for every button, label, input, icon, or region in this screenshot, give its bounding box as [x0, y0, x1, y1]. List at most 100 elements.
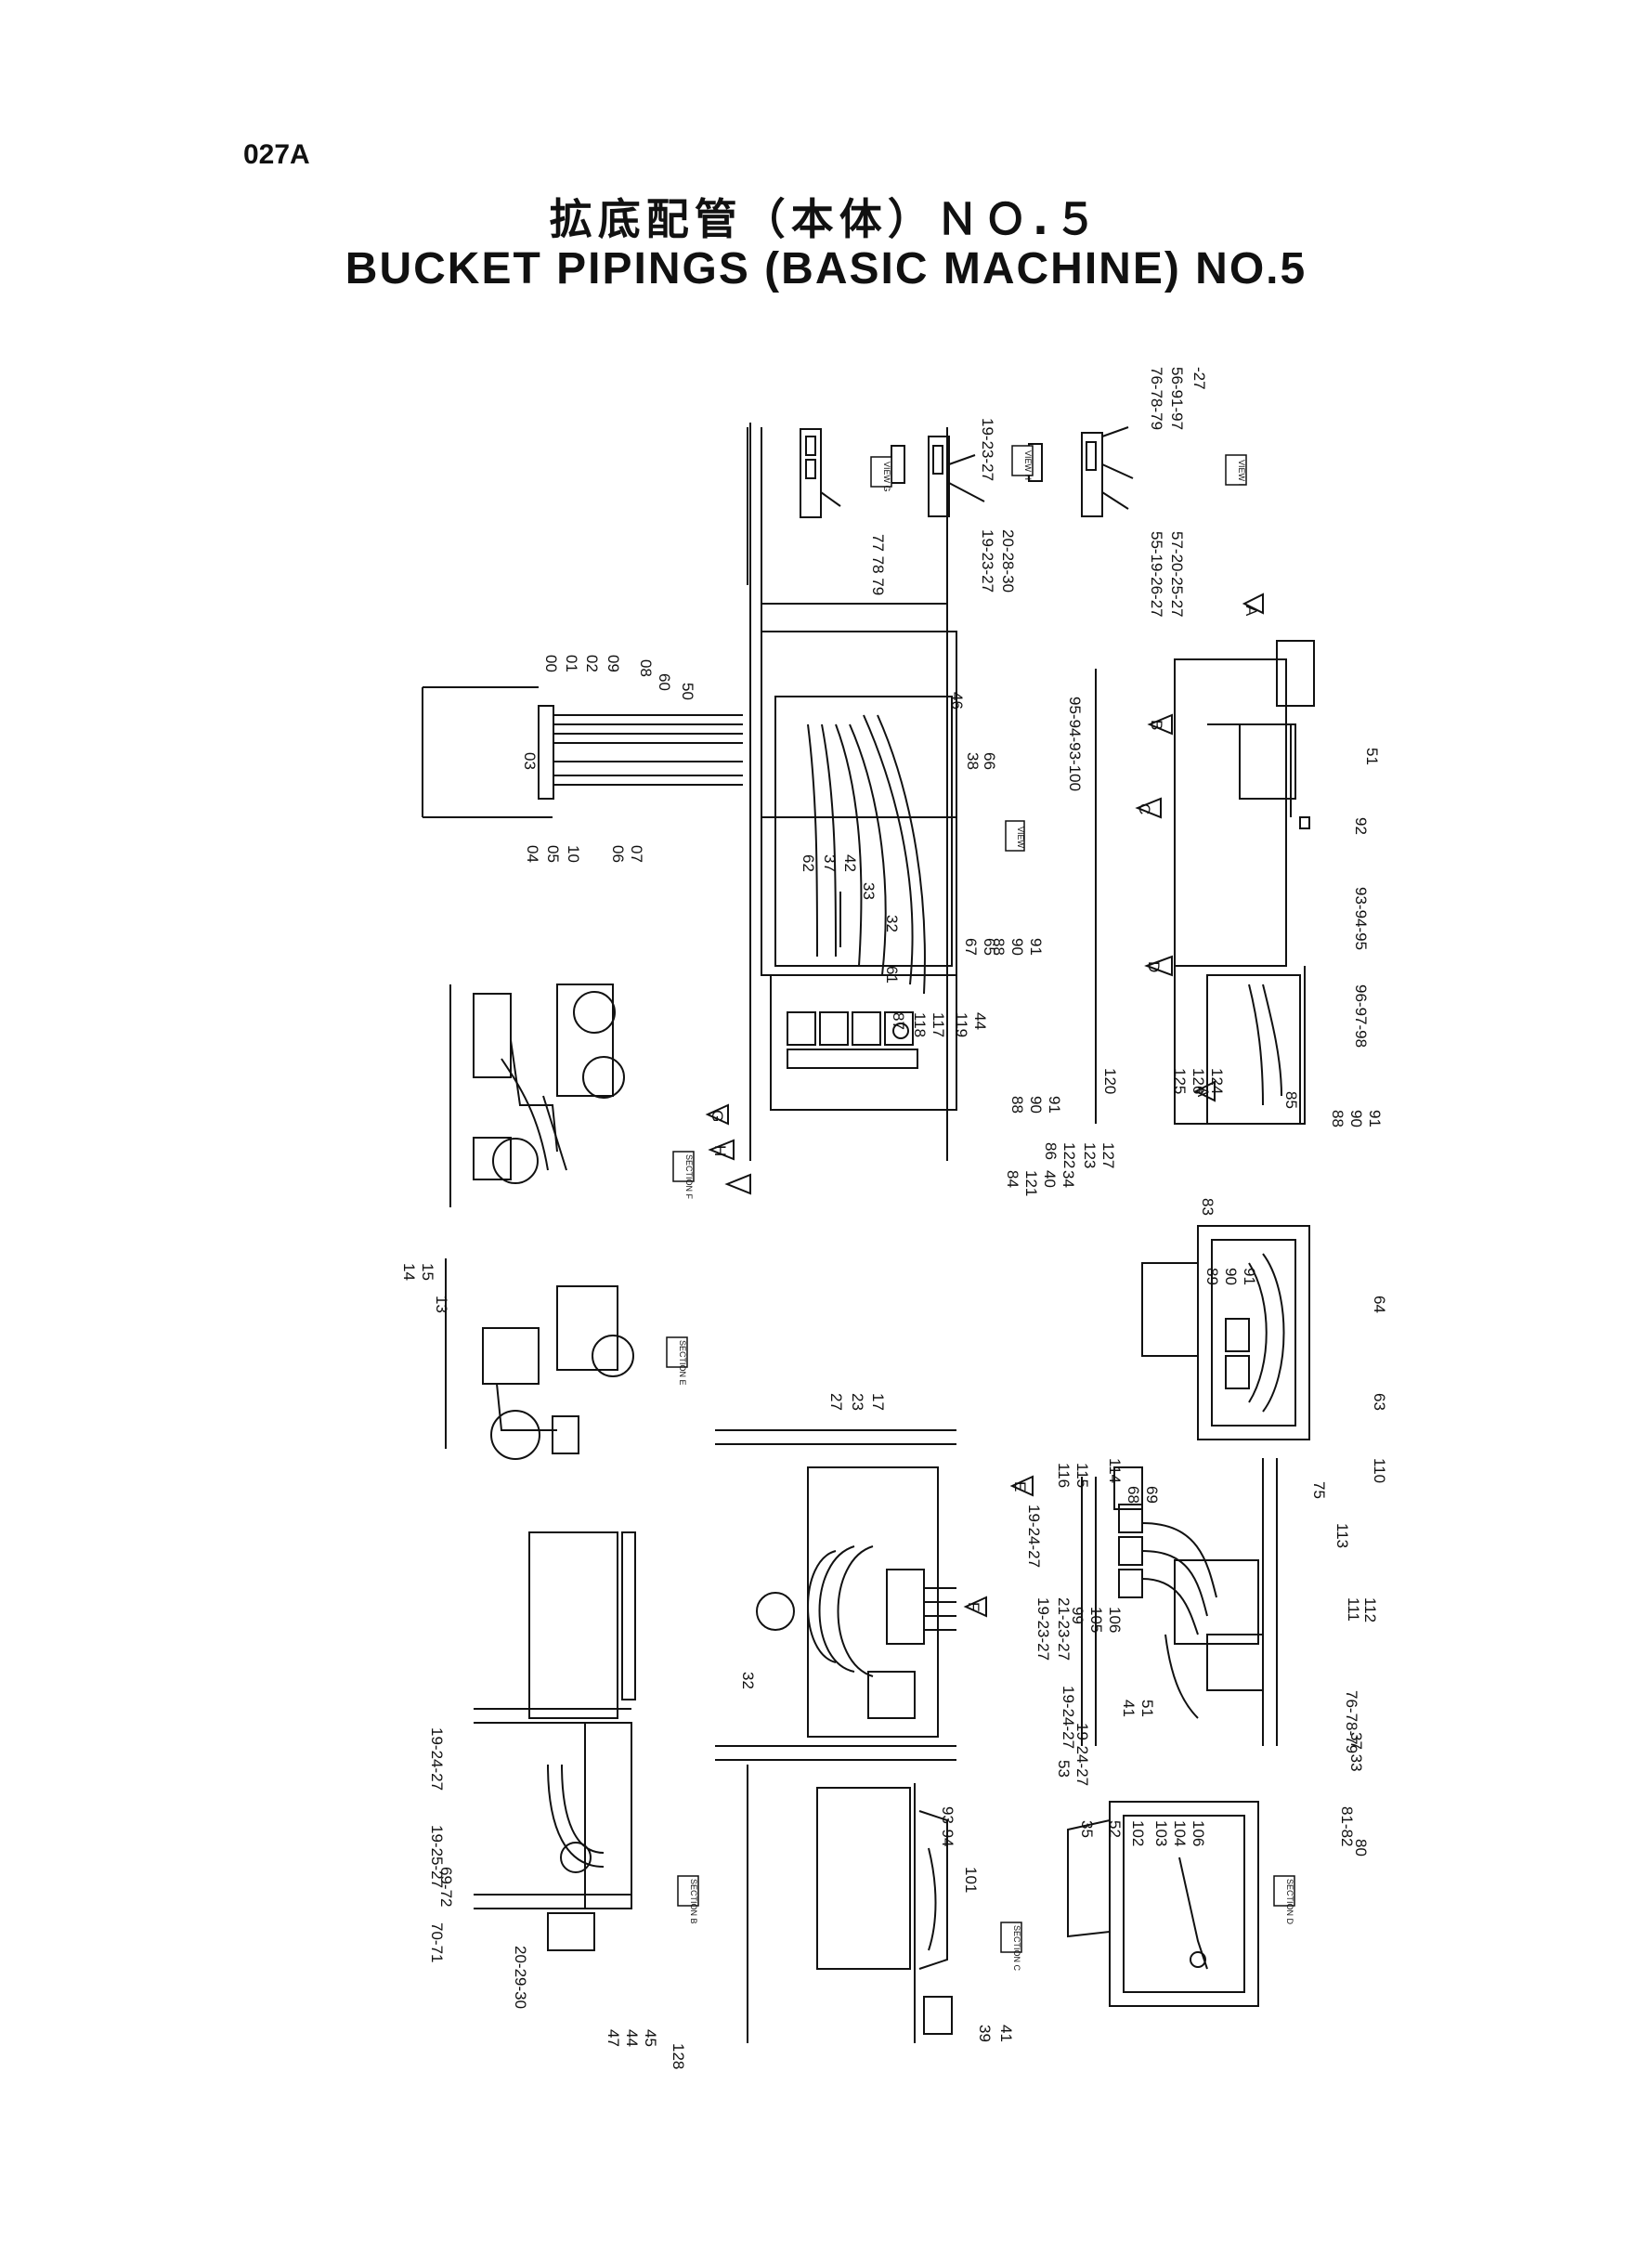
- part-callout-sece-0: 14: [400, 1263, 418, 1281]
- part-callout-secc-2: 39: [976, 2025, 994, 2042]
- part-callout-secb-2: 69-72: [437, 1867, 455, 1907]
- part-callout-vg-0: 77 78 79: [869, 534, 887, 595]
- part-callout-top-13: 46: [948, 692, 966, 710]
- part-callout-rcentre-11: 105: [1087, 1607, 1105, 1633]
- part-callout-secb-8: 128: [670, 2043, 687, 2069]
- part-callout-mid-21: 86: [1042, 1142, 1060, 1160]
- part-callout-rcentre-2: 114: [1106, 1458, 1124, 1483]
- part-callout-mid-23: 90: [1008, 938, 1026, 956]
- part-callout-vi-1: 56-91-97: [1168, 367, 1186, 430]
- part-callout-right-8: 91: [1366, 1110, 1384, 1127]
- part-callout-right-6: 88: [1329, 1110, 1346, 1127]
- part-callout-rlow-0: 83: [1199, 1198, 1216, 1216]
- part-callout-rcentre-5: 75: [1310, 1481, 1328, 1499]
- part-callout-right-1: 51: [1363, 748, 1381, 765]
- part-callout-rlow-3: 91: [1241, 1268, 1258, 1285]
- part-callout-mid-2: 42: [841, 854, 859, 872]
- part-callout-secb-3: 20-29-30: [512, 1946, 529, 2009]
- arrow-letter-a-top: A: [1242, 606, 1260, 617]
- part-callout-vh-2: 20-28-30: [999, 529, 1017, 593]
- part-callout-secf-0: 125: [1171, 1068, 1189, 1094]
- part-callout-rcentre-3: 68: [1125, 1486, 1142, 1504]
- part-callout-mid-10: 88: [1008, 1096, 1026, 1114]
- part-callout-rcentre-18: 52: [1106, 1820, 1124, 1838]
- part-callout-mid-15: 40: [1041, 1170, 1059, 1188]
- part-callout-vh-0: 19-23-27: [979, 418, 996, 481]
- part-callout-centre-6: 19-24-27: [1060, 1686, 1077, 1749]
- part-callout-mid-18: 127: [1099, 1142, 1117, 1168]
- arrow-letter-e: E: [1011, 1481, 1029, 1492]
- part-callout-mid-9: 44: [971, 1012, 989, 1030]
- part-callout-mid-5: 87: [890, 1012, 907, 1030]
- part-callout-rcentre-24: 80: [1352, 1839, 1370, 1857]
- title-english: BUCKET PIPINGS (BASIC MACHINE) NO.5: [345, 244, 1307, 293]
- part-callout-right-7: 90: [1347, 1110, 1365, 1127]
- part-callout-right-5: 85: [1282, 1091, 1300, 1109]
- part-callout-rcentre-16: 53: [1055, 1760, 1073, 1778]
- part-callout-rcentre-17: 35: [1078, 1820, 1096, 1838]
- part-callout-rlow-2: 90: [1222, 1268, 1240, 1285]
- right-upper-assembly: [1095, 640, 1315, 1125]
- part-callout-vi-3: 55-19-26-27: [1148, 531, 1165, 618]
- part-callout-rcentre-1: 115: [1073, 1463, 1091, 1488]
- part-callout-top-4: 08: [637, 659, 655, 677]
- arrow-letter-c: C: [1136, 803, 1153, 814]
- section-b-tag: SECTION B: [689, 1879, 698, 1924]
- view-arrows: [705, 593, 1264, 1618]
- part-callout-top-3: 09: [605, 655, 622, 672]
- part-callout-centre-2: 17: [869, 1393, 887, 1411]
- part-callout-rcentre-12: 106: [1106, 1607, 1124, 1633]
- part-callout-rcentre-22: 106: [1190, 1820, 1207, 1846]
- part-callout-right-2: 92: [1352, 817, 1370, 835]
- part-callout-top-9: 05: [544, 845, 562, 863]
- section-f-tag: SECTION F: [684, 1154, 694, 1200]
- part-callout-secb-7: 45: [642, 2029, 659, 2047]
- part-callout-rcentre-9: 76-78-79: [1343, 1690, 1360, 1753]
- view-i-detail: [1081, 426, 1134, 517]
- part-callout-mid-25: 65: [981, 938, 998, 956]
- part-callout-top-5: 60: [656, 673, 673, 691]
- centre-assembly: [715, 1429, 956, 1761]
- part-callout-mid-19: 123: [1081, 1142, 1099, 1168]
- view-main-tag: VIEW: [1016, 827, 1025, 849]
- section-b-detail: [474, 1531, 636, 1951]
- part-callout-vh-1: 19-23-27: [979, 529, 996, 593]
- section-tags: [666, 445, 1295, 1953]
- part-callout-vi-2: -27: [1190, 367, 1208, 390]
- part-callout-top-8: 04: [524, 845, 541, 863]
- part-callout-top-6: 50: [679, 683, 696, 700]
- part-callout-centre-1: 23: [849, 1393, 866, 1411]
- part-callout-top-14: 38: [964, 752, 982, 770]
- section-f-detail: [449, 984, 625, 1207]
- part-callout-top-7: 03: [521, 752, 539, 770]
- part-callout-mid-26: 67: [962, 938, 980, 956]
- part-callout-centre-7: 19-24-27: [1073, 1723, 1091, 1786]
- part-callout-mid-20: 122: [1060, 1142, 1078, 1168]
- part-callout-mid-3: 33: [860, 882, 878, 900]
- part-callout-top-10: 10: [565, 845, 582, 863]
- part-callout-right-3: 93-94-95: [1352, 887, 1370, 950]
- part-callout-mid-27: 61: [883, 966, 901, 984]
- part-callout-rlow-6: 110: [1371, 1458, 1388, 1483]
- part-callout-centre-4: 19-23-27: [1034, 1597, 1052, 1661]
- arrow-letter-h: H: [711, 1145, 729, 1156]
- part-callout-rcentre-21: 104: [1171, 1820, 1189, 1846]
- title-japanese: 拡底配管（本体）ＮＯ.５: [549, 194, 1103, 244]
- part-callout-top-0: 00: [542, 655, 560, 672]
- section-e-tag: SECTION E: [678, 1340, 687, 1386]
- right-centre-assembly: [1081, 1458, 1278, 1746]
- part-callout-mid-7: 117: [930, 1012, 947, 1037]
- part-callout-centre-0: 27: [827, 1393, 845, 1411]
- part-callout-secb-4: 70-71: [428, 1922, 446, 1962]
- part-callout-rcentre-8: 112: [1361, 1597, 1379, 1622]
- section-d-tag: SECTION D: [1285, 1879, 1294, 1925]
- page-code: 027A: [243, 139, 310, 170]
- part-callout-mid-12: 91: [1046, 1096, 1063, 1114]
- arrow-letters: A B C D G H E F A: [709, 606, 1260, 1611]
- section-d-detail: [1067, 1801, 1259, 2007]
- part-callout-top-2: 02: [583, 655, 601, 672]
- part-callout-top-11: 06: [609, 845, 627, 863]
- part-callout-secf-1: 126: [1190, 1068, 1207, 1094]
- part-callout-sece-1: 15: [419, 1263, 436, 1281]
